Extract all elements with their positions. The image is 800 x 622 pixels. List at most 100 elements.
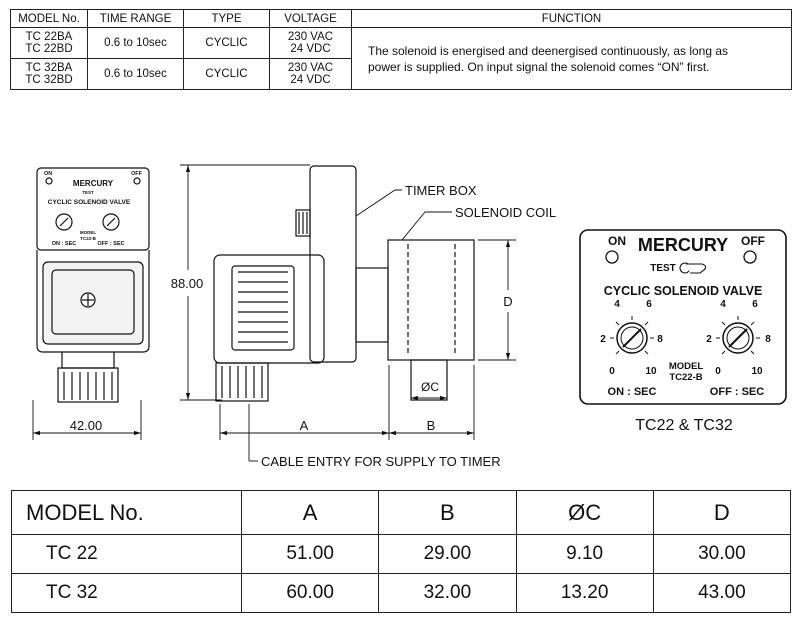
- voltage-line: 24 VDC: [290, 74, 331, 86]
- control-panel: ON OFF MERCURY TEST CYCLIC SOLENOID VALV…: [579, 229, 787, 405]
- dims-d-cell: 30.00: [652, 534, 792, 574]
- dims-a-cell: 60.00: [240, 573, 380, 613]
- panel-model-label: MODEL: [669, 361, 704, 372]
- off-scale-label: 0: [715, 366, 721, 377]
- front-model-value: TC22-B: [80, 236, 97, 241]
- panel-caption: TC22 & TC32: [635, 417, 733, 434]
- table-row: TC 22 51.00 29.00 9.10 30.00: [11, 534, 792, 574]
- callout-lines: [355, 189, 452, 241]
- model-line: TC 32BA: [25, 62, 73, 74]
- valve-body: [36, 250, 150, 353]
- function-line: power is supplied. On input signal the s…: [368, 59, 710, 74]
- front-panel-labels: ON OFF MERCURY TEST CYCLIC SOLENOID VALV…: [44, 171, 143, 247]
- b-dimension-label: B: [427, 418, 436, 433]
- on-dial-icon: [55, 213, 73, 231]
- off-dial-icon: [102, 213, 120, 231]
- voltage-line: 24 VDC: [290, 43, 331, 55]
- dims-header-row: MODEL No. A B ØC D: [11, 490, 792, 535]
- panel-frame: [579, 229, 787, 405]
- panel-title-label: CYCLIC SOLENOID VALVE: [604, 284, 763, 298]
- off-scale-label: 6: [752, 299, 758, 310]
- panel-off-label: OFF: [741, 234, 765, 248]
- panel-off-sec-label: OFF : SEC: [710, 386, 764, 398]
- panel-on-sec-label: ON : SEC: [608, 386, 657, 398]
- function-line: The solenoid is energised and deenergise…: [368, 43, 729, 58]
- voltage-line: 230 VAC: [287, 62, 334, 74]
- on-time-dial: 4 6 2 8 0 10: [600, 299, 663, 377]
- technical-drawing: ON OFF MERCURY TEST CYCLIC SOLENOID VALV…: [32, 164, 787, 469]
- on-scale-label: 2: [600, 334, 606, 345]
- width-dimension-label: 42.00: [70, 418, 103, 433]
- front-on-sec-label: ON : SEC: [52, 241, 76, 247]
- spec-table: MODEL No. TIME RANGE TYPE VOLTAGE FUNCTI…: [10, 9, 792, 90]
- model-line: TC 32BD: [25, 74, 73, 86]
- solenoid-coil: [387, 239, 475, 361]
- dims-header-c: ØC: [515, 490, 654, 535]
- width-dimension: [32, 400, 142, 440]
- spec-time-range-cell: 0.6 to 10sec: [87, 27, 184, 59]
- front-on-label: ON: [44, 171, 52, 177]
- on-scale-label: 10: [645, 366, 657, 377]
- dims-a-cell: 51.00: [240, 534, 380, 574]
- panel-on-label: ON: [608, 234, 626, 248]
- timer-face: [36, 167, 150, 251]
- on-led-icon: [45, 177, 53, 185]
- off-scale-label: 8: [765, 334, 771, 345]
- front-view: [36, 167, 150, 403]
- d-dimension: [478, 239, 516, 361]
- cable-entry-callout: CABLE ENTRY FOR SUPPLY TO TIMER: [261, 454, 501, 469]
- spec-header-row: MODEL No. TIME RANGE TYPE VOLTAGE FUNCTI…: [10, 9, 792, 28]
- front-off-sec-label: OFF : SEC: [97, 241, 124, 247]
- dims-model-cell: TC 32: [11, 573, 242, 613]
- panel-test-label: TEST: [650, 263, 676, 274]
- off-led-icon: [743, 250, 757, 264]
- timer-box-callout: TIMER BOX: [405, 183, 477, 198]
- side-view: [213, 165, 475, 402]
- on-scale-label: 0: [609, 366, 615, 377]
- dims-b-cell: 29.00: [378, 534, 517, 574]
- spec-function-cell: The solenoid is energised and deenergise…: [351, 27, 792, 90]
- timer-box: [309, 165, 357, 363]
- solenoid-neck: [355, 267, 389, 343]
- timer-knob: [295, 209, 311, 237]
- panel-model-value: TC22-B: [669, 372, 702, 383]
- front-title-label: CYCLIC SOLENOID VALVE: [48, 199, 131, 206]
- spec-type-cell: CYCLIC: [183, 58, 270, 90]
- on-scale-label: 4: [614, 299, 620, 310]
- d-dimension-label: D: [503, 294, 512, 309]
- front-off-label: OFF: [131, 171, 143, 177]
- dims-c-cell: 9.10: [515, 534, 654, 574]
- panel-brand-label: MERCURY: [638, 235, 728, 255]
- height-dimension-label: 88.00: [171, 276, 204, 291]
- solenoid-coil-callout: SOLENOID COIL: [455, 205, 556, 220]
- dimensions-table: MODEL No. A B ØC D TC 22 51.00 29.00 9.1…: [11, 490, 792, 613]
- side-cable-gland: [215, 362, 269, 402]
- a-dimension-label: A: [300, 418, 309, 433]
- front-brand-label: MERCURY: [73, 179, 114, 188]
- model-line: TC 22BA: [25, 31, 73, 43]
- voltage-line: 230 VAC: [287, 31, 334, 43]
- dims-d-cell: 43.00: [652, 573, 792, 613]
- dims-b-cell: 32.00: [378, 573, 517, 613]
- dims-header-a: A: [240, 490, 380, 535]
- off-scale-label: 10: [751, 366, 763, 377]
- dims-header-model: MODEL No.: [11, 490, 242, 535]
- on-scale-label: 6: [646, 299, 652, 310]
- dims-header-b: B: [378, 490, 517, 535]
- off-scale-label: 2: [706, 334, 712, 345]
- model-line: TC 22BD: [25, 43, 73, 55]
- off-led-icon: [133, 177, 141, 185]
- dims-c-cell: 13.20: [515, 573, 654, 613]
- dims-model-cell: TC 22: [11, 534, 242, 574]
- ab-dimension: [219, 365, 475, 462]
- test-button-icon: [679, 262, 707, 274]
- cable-gland: [57, 367, 119, 403]
- on-led-icon: [605, 250, 619, 264]
- on-scale-label: 8: [657, 334, 663, 345]
- height-dimension: [180, 164, 310, 401]
